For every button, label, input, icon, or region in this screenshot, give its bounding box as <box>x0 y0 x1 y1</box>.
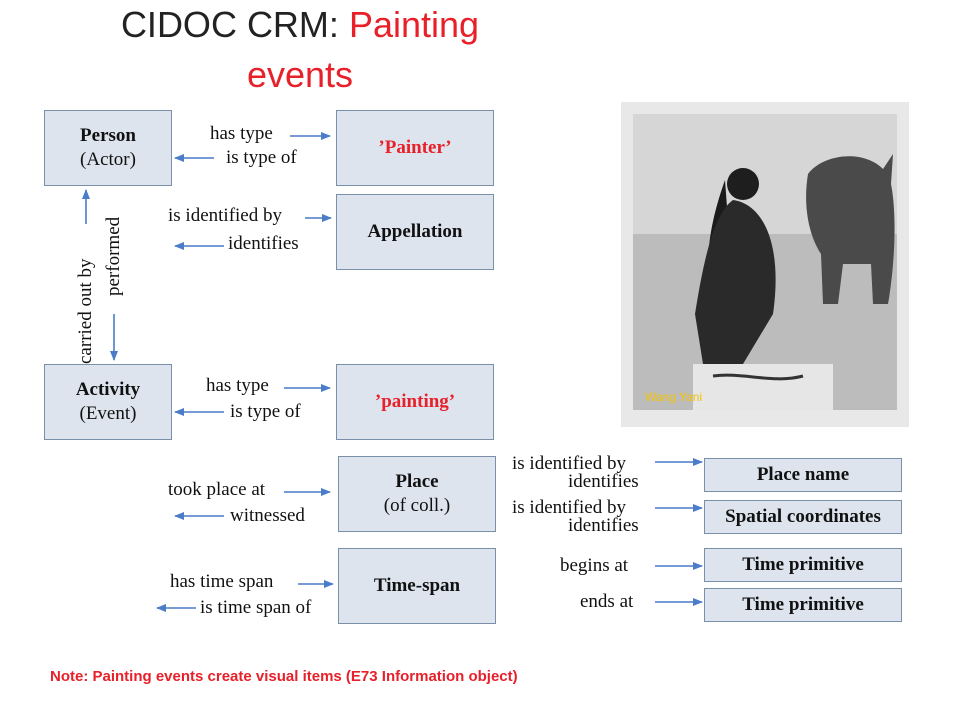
photo-figure-illustration <box>633 114 897 410</box>
time-primitive-box-1: Time primitive <box>704 548 902 582</box>
edge-witnessed: witnessed <box>230 505 305 526</box>
appellation-box: Appellation <box>336 194 494 270</box>
activity-title: Activity <box>75 379 141 400</box>
spatial-coordinates-box: Spatial coordinates <box>704 500 902 534</box>
edge-person-hastype: has type <box>210 123 273 144</box>
photo-caption: Wang Yani <box>645 390 703 404</box>
edge-person-identifies: identifies <box>228 233 299 254</box>
edge-performed: performed <box>103 216 124 296</box>
placename-box: Place name <box>704 458 902 492</box>
title-accent: Painting events <box>246 4 480 95</box>
edge-activity-hastype: has type <box>206 375 269 396</box>
person-box: Person (Actor) <box>44 110 172 186</box>
spatial-coordinates-label: Spatial coordinates <box>725 506 881 527</box>
edge-is-time-span-of: is time span of <box>200 597 312 618</box>
place-subtitle: (of coll.) <box>383 495 451 516</box>
painter-photo: Wang Yani <box>621 102 909 427</box>
appellation-label: Appellation <box>367 221 463 242</box>
edge-ends-at: ends at <box>580 591 634 612</box>
time-primitive-label-1: Time primitive <box>742 554 864 575</box>
edge-begins-at: begins at <box>560 555 629 576</box>
edge-carried-out-by: carried out by <box>75 258 96 364</box>
edge-person-isidentifiedby: is identified by <box>168 205 282 226</box>
timespan-box: Time-span <box>338 548 496 624</box>
edge-has-time-span: has time span <box>170 571 274 592</box>
title-prefix: CIDOC CRM: <box>120 4 349 45</box>
placename-label: Place name <box>756 464 850 485</box>
place-title: Place <box>395 471 439 492</box>
edge-activity-istypeof: is type of <box>230 401 301 422</box>
edge-person-istypeof: is type of <box>226 147 297 168</box>
edge-took-place-at: took place at <box>168 479 266 500</box>
painting-label: ’painting’ <box>374 391 456 412</box>
edge-place-identifies-1: identifies <box>568 471 639 492</box>
activity-subtitle: (Event) <box>79 403 137 424</box>
painting-box: ’painting’ <box>336 364 494 440</box>
place-box: Place (of coll.) <box>338 456 496 532</box>
edge-place-identifies-2: identifies <box>568 515 639 536</box>
footnote: Note: Painting events create visual item… <box>50 668 518 685</box>
time-primitive-box-2: Time primitive <box>704 588 902 622</box>
edge-place-isidentifiedby-2: is identified by <box>512 497 626 518</box>
photo-image <box>633 114 897 410</box>
person-title: Person <box>80 125 136 146</box>
person-subtitle: (Actor) <box>80 149 136 170</box>
painter-label: ’Painter’ <box>378 137 452 158</box>
page-title: CIDOC CRM: Painting events <box>90 0 510 100</box>
timespan-label: Time-span <box>373 575 461 596</box>
time-primitive-label-2: Time primitive <box>742 594 864 615</box>
edge-place-isidentifiedby-1: is identified by <box>512 453 626 474</box>
painter-box: ’Painter’ <box>336 110 494 186</box>
activity-box: Activity (Event) <box>44 364 172 440</box>
